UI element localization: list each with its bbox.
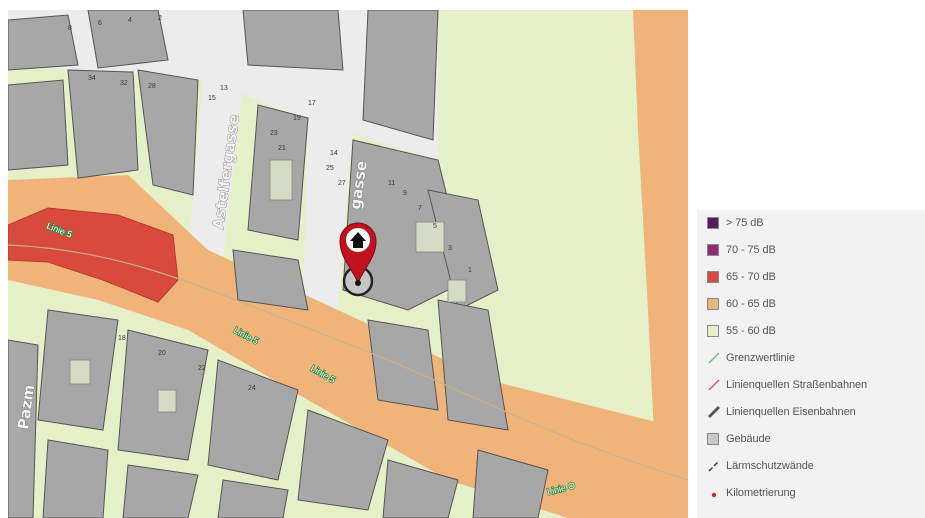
house-number: 8 xyxy=(68,25,72,32)
legend-label: 60 - 65 dB xyxy=(726,298,776,310)
house-number: 9 xyxy=(403,190,407,197)
noise-wall-icon xyxy=(708,460,720,472)
legend-swatch xyxy=(707,298,719,310)
km-marker-icon xyxy=(711,492,717,498)
legend-label: Grenzwertlinie xyxy=(726,352,795,364)
house-number: 19 xyxy=(293,115,301,122)
legend-item: 70 - 75 dB xyxy=(707,241,776,259)
marker-dot xyxy=(355,280,361,286)
legend-item: 60 - 65 dB xyxy=(707,295,776,313)
house-number: 24 xyxy=(248,385,256,392)
legend-item: 65 - 70 dB xyxy=(707,268,776,286)
legend-item: 55 - 60 dB xyxy=(707,322,776,340)
house-number: 28 xyxy=(148,83,156,90)
legend-item: Grenzwertlinie xyxy=(707,349,795,367)
legend-label: 70 - 75 dB xyxy=(726,244,776,256)
house-number: 3 xyxy=(448,245,452,252)
zone-60-65-main xyxy=(8,175,688,518)
legend-label: Linienquellen Eisenbahnen xyxy=(726,406,856,418)
legend-label: Gebäude xyxy=(726,433,771,445)
legend-label: Kilometrierung xyxy=(726,487,796,499)
house-number: 11 xyxy=(388,180,395,187)
tram-line-icon xyxy=(708,379,720,391)
house-number: 25 xyxy=(326,165,334,172)
railway-line-icon xyxy=(707,405,721,419)
house-number: 5 xyxy=(433,223,437,230)
house-number: 15 xyxy=(208,95,216,102)
legend-label: 55 - 60 dB xyxy=(726,325,776,337)
house-number: 18 xyxy=(118,335,126,342)
legend-swatch xyxy=(707,271,719,283)
limit-line-icon xyxy=(708,352,720,364)
legend-label: Lärmschutzwände xyxy=(726,460,814,472)
house-number: 2 xyxy=(158,15,162,22)
house-number: 4 xyxy=(128,17,132,24)
house-number: 23 xyxy=(270,130,278,137)
house-number: 34 xyxy=(88,75,96,82)
legend-label: > 75 dB xyxy=(726,217,764,229)
house-number: 1 xyxy=(468,267,472,274)
courtyards xyxy=(69,159,467,413)
legend-item: Lärmschutzwände xyxy=(707,457,814,475)
house-number: 13 xyxy=(220,85,228,92)
legend-item: > 75 dB xyxy=(707,214,764,232)
legend-swatch xyxy=(707,217,719,229)
house-number: 27 xyxy=(338,180,346,187)
legend-item: Gebäude xyxy=(707,430,771,448)
map-legend: > 75 dB 70 - 75 dB 65 - 70 dB 60 - 65 dB 55 … xyxy=(697,210,925,518)
house-number: 32 xyxy=(120,80,128,87)
legend-item: Linienquellen Straßenbahnen xyxy=(707,376,867,394)
map-canvas[interactable]: Astelfergasse gasse Pazm Linie 5 Linie 5… xyxy=(8,10,688,518)
legend-swatch xyxy=(707,244,719,256)
legend-label: 65 - 70 dB xyxy=(726,271,776,283)
house-number: 14 xyxy=(330,150,338,157)
noise-map[interactable]: Astelfergasse gasse Pazm Linie 5 Linie 5… xyxy=(8,10,688,518)
street-astelfergasse xyxy=(188,80,243,260)
home-icon xyxy=(350,232,366,248)
house-number: 7 xyxy=(418,205,422,212)
tram-line xyxy=(8,244,688,481)
house-number: 22 xyxy=(198,365,206,372)
street-gasse xyxy=(303,120,353,310)
legend-swatch xyxy=(707,433,719,445)
legend-swatch xyxy=(707,325,719,337)
house-number: 21 xyxy=(278,145,286,152)
house-number: 20 xyxy=(158,350,166,357)
legend-item: Linienquellen Eisenbahnen xyxy=(707,403,856,421)
house-number: 17 xyxy=(308,100,316,107)
legend-item: Kilometrierung xyxy=(707,484,796,502)
home-marker-icon[interactable] xyxy=(339,222,377,297)
house-number: 6 xyxy=(98,20,102,27)
zone-60-65-right xyxy=(633,10,688,518)
legend-label: Linienquellen Straßenbahnen xyxy=(726,379,868,391)
